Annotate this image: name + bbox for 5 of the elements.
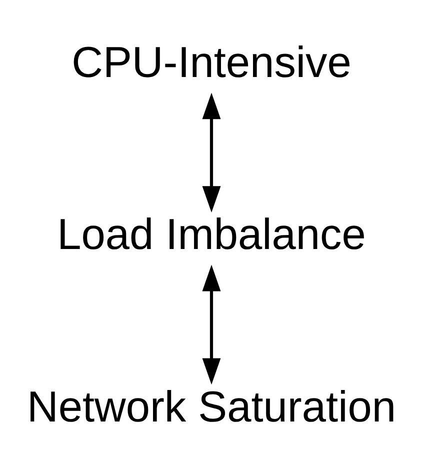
- node-text: Load Imbalance: [57, 210, 366, 259]
- node-text: CPU-Intensive: [72, 38, 352, 87]
- node-text: Network Saturation: [27, 382, 396, 431]
- arrow: [202, 92, 221, 212]
- arrow: [202, 264, 221, 384]
